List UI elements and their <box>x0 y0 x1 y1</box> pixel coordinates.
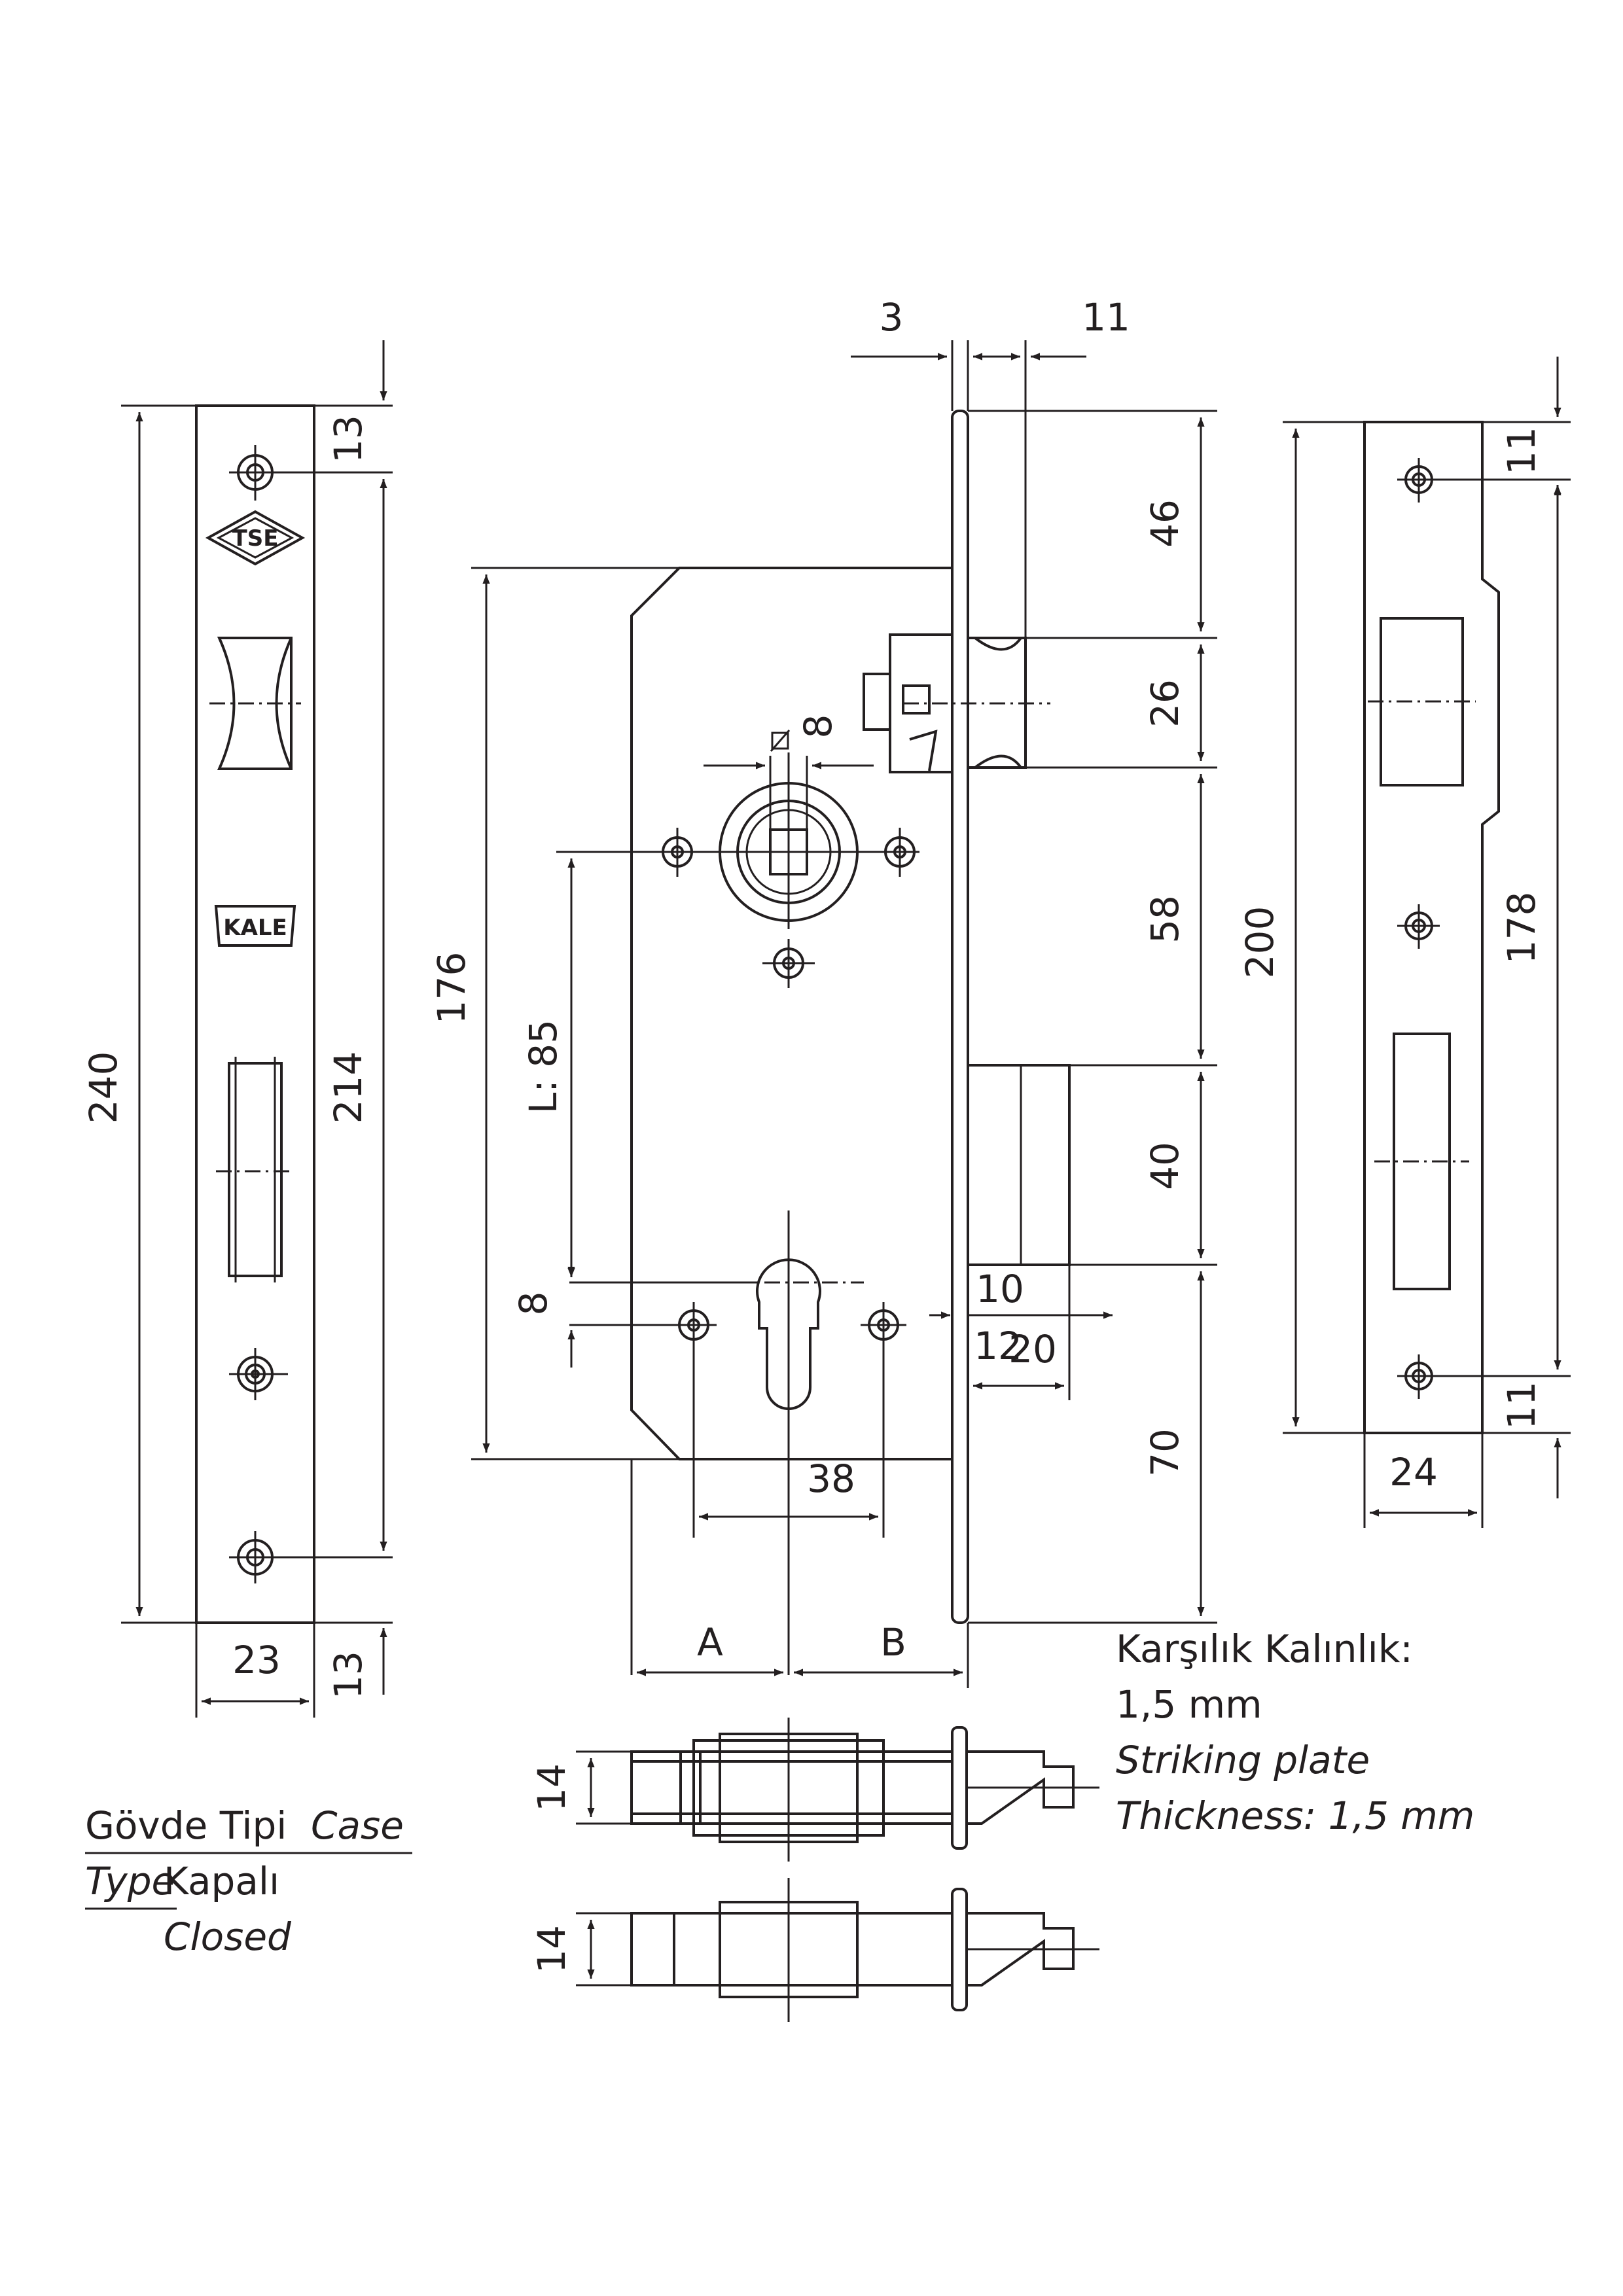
backset-a-label: A <box>697 1620 723 1665</box>
front-plate-latch-opening <box>217 637 293 770</box>
bolt-throw-c-label: 20 <box>1008 1327 1057 1371</box>
note-case-label-en2: Type <box>85 1859 175 1903</box>
kale-logo-text: KALE <box>223 915 287 941</box>
latch-to-deadbolt-label: 58 <box>1143 895 1187 944</box>
case-type-note: Gövde Tipi Case Type Kapalı Closed <box>85 1803 412 1959</box>
striking-plate-deadbolt-opening <box>1393 1033 1451 1290</box>
bolt-throw-a-label: 10 <box>976 1267 1024 1311</box>
note-striking-tr: Karşılık Kalınlık: <box>1116 1627 1413 1671</box>
striking-plate-bottom-offset-label: 11 <box>1499 1381 1544 1430</box>
note-case-label-en1: Case <box>311 1803 404 1848</box>
section-2-height-label: 14 <box>529 1925 574 1973</box>
euro-cylinder-cutout <box>707 1210 864 1675</box>
deadbolt-to-bottom-label: 70 <box>1143 1428 1187 1477</box>
front-plate-screw-span-label: 214 <box>326 1051 370 1124</box>
section-1-height-label: 14 <box>529 1763 574 1812</box>
note-case-label-tr: Gövde Tipi <box>85 1803 287 1848</box>
front-plate-view: TSE KALE 240 214 <box>81 340 393 1718</box>
cylinder-offset-label: 8 <box>511 1292 556 1316</box>
front-plate-width-label: 23 <box>232 1638 281 1682</box>
front-plate-top-offset-label: 13 <box>326 415 370 463</box>
screw-spacing-label: 38 <box>807 1457 855 1501</box>
front-plate-height-label: 240 <box>81 1051 126 1124</box>
latch-bolt <box>863 633 1050 773</box>
bolt-projection-label: 11 <box>1082 295 1130 340</box>
note-striking-en: Striking plate <box>1116 1738 1370 1782</box>
bolt-offset-label: 3 <box>880 295 904 340</box>
striking-plate-height-label: 200 <box>1238 906 1282 979</box>
striking-plate-screw-span-label: 178 <box>1499 892 1544 964</box>
tse-diamond-logo-icon: TSE <box>205 510 306 566</box>
striking-plate-view: 200 178 11 11 24 <box>1238 357 1571 1528</box>
top-to-latch-label: 46 <box>1143 499 1187 548</box>
latch-height-label: 26 <box>1143 679 1187 728</box>
section-view-1: 14 <box>529 1718 1099 1862</box>
kale-logo-icon: KALE <box>214 905 296 947</box>
backset-b-label: B <box>880 1620 906 1665</box>
striking-plate-outline <box>1363 421 1500 1434</box>
striking-plate-top-offset-label: 11 <box>1499 427 1544 475</box>
front-plate-deadbolt-opening <box>228 1062 283 1277</box>
lock-forend <box>951 410 969 1624</box>
spindle-size-label: 8 <box>796 715 840 739</box>
note-case-value-tr: Kapalı <box>164 1859 279 1903</box>
lock-body-view: 8 L: 85 8 176 38 <box>429 295 1217 1688</box>
bolt-throw-b-label: 12 <box>974 1324 1022 1368</box>
spindle-hub <box>700 752 880 929</box>
deadbolt-height-label: 40 <box>1143 1142 1187 1190</box>
striking-plate-width-label: 24 <box>1389 1450 1438 1494</box>
striking-plate-latch-opening <box>1380 617 1464 786</box>
note-case-value-en: Closed <box>164 1915 292 1959</box>
tse-logo-text: TSE <box>232 525 279 552</box>
front-plate-bottom-offset-label: 13 <box>326 1651 370 1699</box>
deadbolt <box>967 1064 1071 1266</box>
note-striking-en-value: Thickness: 1,5 mm <box>1116 1793 1474 1838</box>
body-height-label: 176 <box>429 952 474 1025</box>
front-plate-outline <box>195 404 315 1624</box>
section-view-2: 14 <box>529 1878 1099 2022</box>
note-striking-tr-value: 1,5 mm <box>1116 1682 1262 1727</box>
center-distance-label: L: 85 <box>521 1019 565 1114</box>
striking-plate-note: Karşılık Kalınlık: 1,5 mm Striking plate… <box>1116 1627 1474 1838</box>
